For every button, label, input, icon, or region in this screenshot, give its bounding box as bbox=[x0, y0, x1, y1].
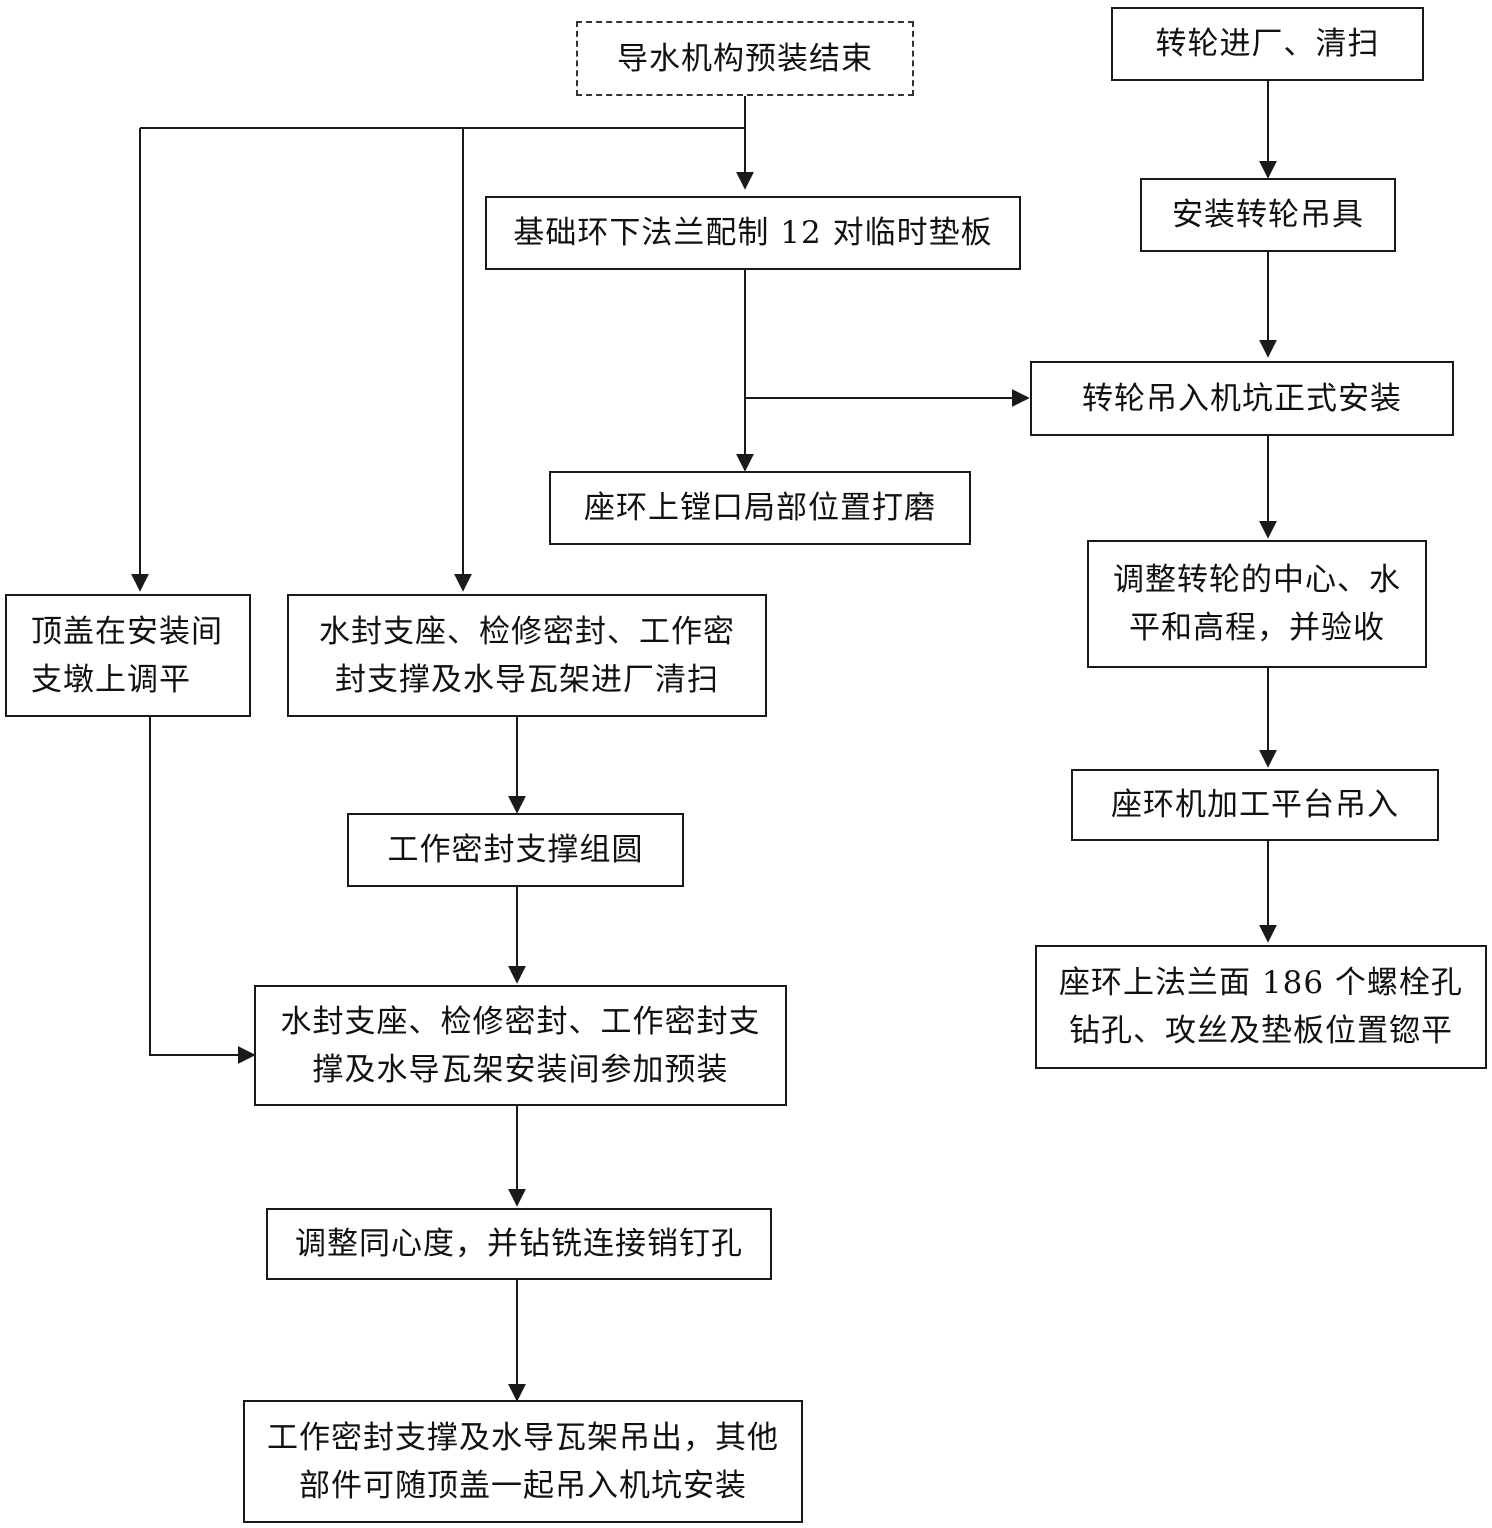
node-machining-platform: 座环机加工平台吊入 bbox=[1071, 769, 1439, 841]
node-head-cover-level: 顶盖在安装间 支墩上调平 bbox=[5, 594, 251, 717]
node-label: 调整转轮的中心、水 平和高程，并验收 bbox=[1113, 562, 1401, 646]
node-seal-support-round: 工作密封支撑组圆 bbox=[347, 813, 684, 887]
node-preassembly: 水封支座、检修密封、工作密封支 撑及水导瓦架安装间参加预装 bbox=[254, 985, 787, 1106]
node-guide-preassembly-done: 导水机构预装结束 bbox=[576, 21, 914, 96]
node-seat-ring-grinding: 座环上镗口局部位置打磨 bbox=[549, 471, 971, 545]
node-label: 基础环下法兰配制 12 对临时垫板 bbox=[513, 215, 993, 251]
node-install-runner-lifting: 安装转轮吊具 bbox=[1140, 178, 1396, 252]
node-label: 安装转轮吊具 bbox=[1172, 197, 1364, 233]
node-runner-lift-install: 转轮吊入机坑正式安装 bbox=[1030, 361, 1454, 436]
node-label: 座环上镗口局部位置打磨 bbox=[584, 490, 936, 526]
node-label: 导水机构预装结束 bbox=[617, 40, 873, 77]
node-runner-arrive-clean: 转轮进厂、清扫 bbox=[1111, 7, 1424, 81]
node-label: 调整同心度，并钻铣连接销钉孔 bbox=[295, 1226, 743, 1262]
node-flange-holes: 座环上法兰面 186 个螺栓孔 钻孔、攻丝及垫板位置锪平 bbox=[1035, 945, 1487, 1069]
node-label: 工作密封支撑及水导瓦架吊出，其他 部件可随顶盖一起吊入机坑安装 bbox=[267, 1419, 779, 1504]
node-adjust-runner: 调整转轮的中心、水 平和高程，并验收 bbox=[1087, 540, 1427, 668]
node-label: 座环上法兰面 186 个螺栓孔 钻孔、攻丝及垫板位置锪平 bbox=[1059, 965, 1463, 1049]
node-label: 水封支座、检修密封、工作密 封支撑及水导瓦架进厂清扫 bbox=[319, 613, 735, 698]
node-label: 工作密封支撑组圆 bbox=[387, 832, 644, 868]
arrow-head-cover-to-preassembly bbox=[149, 717, 256, 1064]
node-label: 顶盖在安装间 支墩上调平 bbox=[31, 613, 223, 698]
node-lift-out: 工作密封支撑及水导瓦架吊出，其他 部件可随顶盖一起吊入机坑安装 bbox=[243, 1400, 803, 1523]
node-label: 转轮吊入机坑正式安装 bbox=[1082, 380, 1402, 417]
node-seal-parts-clean: 水封支座、检修密封、工作密 封支撑及水导瓦架进厂清扫 bbox=[287, 594, 767, 717]
node-label: 转轮进厂、清扫 bbox=[1155, 26, 1380, 62]
node-label: 座环机加工平台吊入 bbox=[1111, 787, 1399, 823]
node-foundation-ring-shims: 基础环下法兰配制 12 对临时垫板 bbox=[485, 196, 1021, 270]
node-label: 水封支座、检修密封、工作密封支 撑及水导瓦架安装间参加预装 bbox=[280, 1003, 761, 1088]
node-adjust-concentricity: 调整同心度，并钻铣连接销钉孔 bbox=[266, 1208, 772, 1280]
